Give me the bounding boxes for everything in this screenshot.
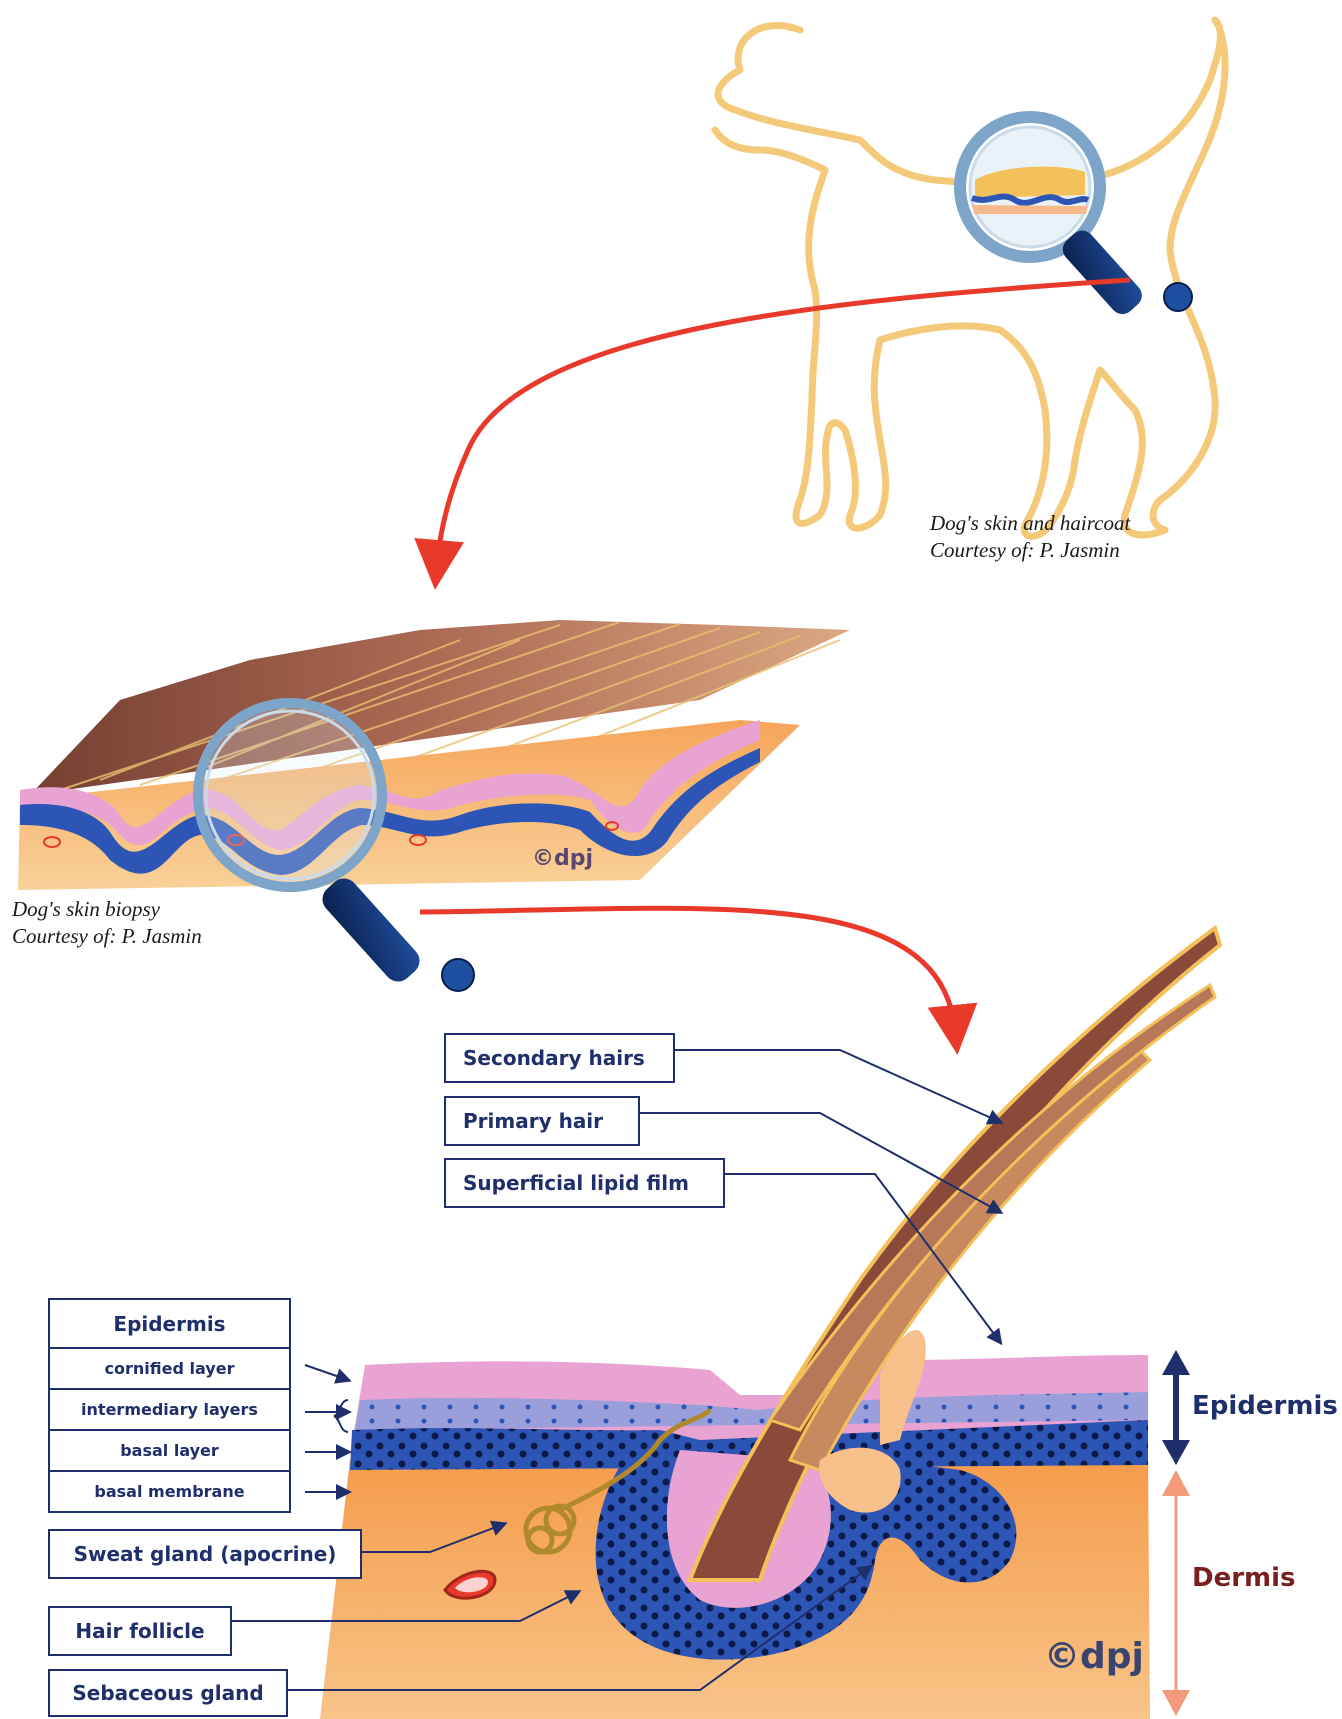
dermis-range-arrow xyxy=(1162,1470,1190,1716)
label-sweat-gland: Sweat gland (apocrine) xyxy=(48,1529,362,1579)
red-arrow-biopsy-to-diagram xyxy=(420,908,955,1030)
layer-intermediary: intermediary layers xyxy=(50,1388,289,1429)
diagram-copyright: ©dpj xyxy=(1044,1636,1144,1677)
label-primary-hair: Primary hair xyxy=(444,1096,640,1146)
dog-caption-line1: Dog's skin and haircoat xyxy=(930,510,1130,537)
label-hair-follicle: Hair follicle xyxy=(48,1606,232,1656)
layer-basal: basal layer xyxy=(50,1429,289,1470)
biopsy-caption: Dog's skin biopsy Courtesy of: P. Jasmin xyxy=(12,896,202,950)
layer-table-title: Epidermis xyxy=(50,1300,289,1347)
epidermis-layer-table: Epidermis cornified layer intermediary l… xyxy=(48,1298,291,1513)
biopsy-caption-line1: Dog's skin biopsy xyxy=(12,896,202,923)
side-label-dermis: Dermis xyxy=(1192,1563,1296,1593)
dog-caption-line2: Courtesy of: P. Jasmin xyxy=(930,537,1130,564)
label-secondary-hairs: Secondary hairs xyxy=(444,1033,675,1083)
skin-biopsy-block xyxy=(18,620,850,890)
dog-outline xyxy=(715,20,1225,536)
label-sebaceous-gland: Sebaceous gland xyxy=(48,1669,288,1717)
side-label-epidermis: Epidermis xyxy=(1192,1391,1338,1421)
label-superficial-lipid-film: Superficial lipid film xyxy=(444,1158,725,1208)
dog-caption: Dog's skin and haircoat Courtesy of: P. … xyxy=(930,510,1130,564)
biopsy-copyright: ©dpj xyxy=(532,846,593,871)
layer-cornified: cornified layer xyxy=(50,1347,289,1388)
epidermis-range-arrow xyxy=(1162,1350,1190,1465)
layer-basal-membrane: basal membrane xyxy=(50,1470,289,1511)
biopsy-caption-line2: Courtesy of: P. Jasmin xyxy=(12,923,202,950)
